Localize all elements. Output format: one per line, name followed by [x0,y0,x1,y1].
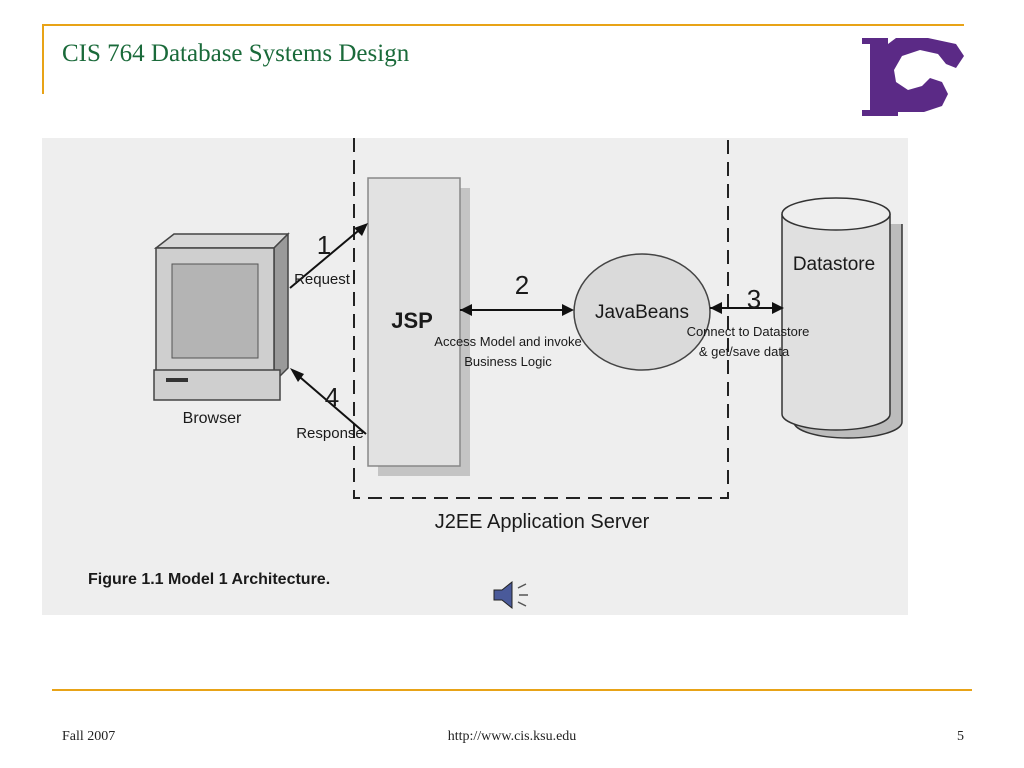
request-arrow [289,225,365,289]
request-arrowhead [354,223,368,236]
step1-label: Request [294,271,351,288]
footer-rule [52,689,972,691]
step4-label: Response [296,425,364,442]
step4-number: 4 [325,382,339,412]
figure-caption: Figure 1.1 Model 1 Architecture. [88,571,330,588]
slide-title: CIS 764 Database Systems Design [62,40,410,67]
server-boundary [353,138,729,499]
page-number: 5 [957,729,964,744]
server-label: J2EE Application Server [435,511,650,533]
footer-date: Fall 2007 [62,729,116,744]
jsp-label: JSP [391,308,433,333]
model-arrowhead-right [562,304,574,316]
step2-line1: Access Model and invoke [434,334,581,349]
datastore-cylinder [781,197,903,439]
step2-number: 2 [515,270,529,300]
step1-number: 1 [317,230,331,260]
powercat-logo-icon [862,38,964,116]
speaker-icon[interactable] [493,580,528,610]
response-arrowhead [290,368,304,382]
datastore-arrowhead-left [710,302,722,314]
javabeans-ellipse [573,253,711,371]
step3-number: 3 [747,284,761,314]
javabeans-label: JavaBeans [595,302,689,323]
step3-line2: & get/save data [699,344,790,359]
browser-computer-icon [153,232,290,401]
response-arrow [293,371,367,435]
header-side-rule [42,24,44,94]
jsp-box [367,177,461,467]
browser-label: Browser [183,410,242,427]
datastore-label: Datastore [793,254,875,275]
step2-line2: Business Logic [464,354,552,369]
architecture-diagram: Browser JSP JavaBeans Datastore 1 Reques… [88,138,903,610]
footer-url: http://www.cis.ksu.edu [447,729,577,744]
datastore-arrowhead-right [772,302,784,314]
header-rule [42,24,964,26]
architecture-figure: Browser JSP JavaBeans Datastore 1 Reques… [42,138,908,615]
model-arrowhead-left [460,304,472,316]
step3-line1: Connect to Datastore [687,324,810,339]
